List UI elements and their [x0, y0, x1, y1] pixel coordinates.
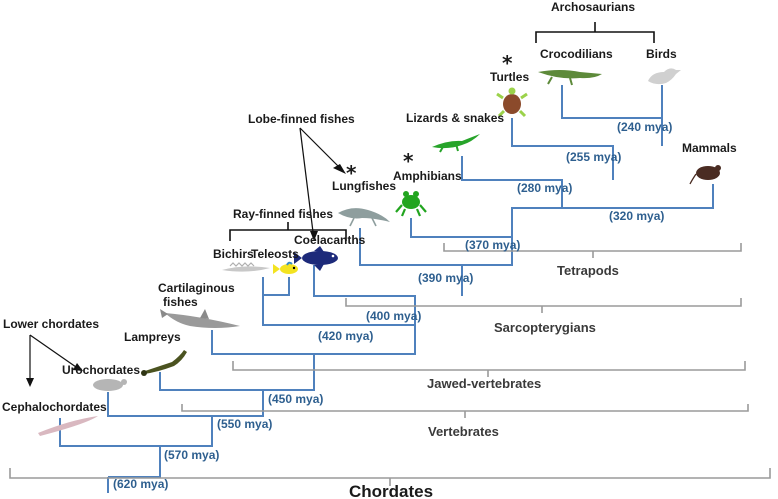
- mya-370: (370 mya): [465, 238, 520, 252]
- arrowhead-2: [310, 231, 318, 241]
- lancelet-icon: [38, 416, 98, 436]
- label-cartilaginous-2: fishes: [163, 295, 198, 309]
- label-ray-finned: Ray-finned fishes: [233, 207, 333, 221]
- label-bichirs: Bichirs: [213, 247, 254, 261]
- node-240: [561, 85, 663, 146]
- jawed-vertebrates-bracket: [232, 361, 746, 371]
- mouse-icon: [689, 165, 721, 185]
- label-mammals: Mammals: [682, 141, 737, 155]
- node-ray-finned: [263, 277, 290, 296]
- arrowhead-1: [333, 164, 346, 174]
- turtle-icon: [496, 87, 528, 118]
- vertebrates-bracket: [181, 404, 749, 412]
- node-280: [461, 156, 563, 237]
- mya-450: (450 mya): [268, 392, 323, 406]
- asterisk-amphibians: *: [403, 149, 414, 173]
- divergence-labels: (620 mya) (570 mya) (550 mya) (450 mya) …: [113, 120, 672, 491]
- lobe-arrow-1: [299, 127, 341, 169]
- node-390: [359, 228, 463, 296]
- group-vertebrates: Vertebrates: [428, 424, 499, 439]
- lamprey-icon: [141, 350, 187, 376]
- group-sarcopterygians: Sarcopterygians: [494, 320, 596, 335]
- taxa-labels: Cephalochordates Urochordates Lampreys C…: [2, 47, 737, 414]
- label-lizards-snakes: Lizards & snakes: [406, 111, 504, 125]
- mya-240: (240 mya): [617, 120, 672, 134]
- coelacanth-icon: [294, 246, 338, 271]
- label-cartilaginous-1: Cartilaginous: [158, 281, 235, 295]
- label-urochordates: Urochordates: [62, 363, 140, 377]
- label-teleosts: Teleosts: [251, 247, 299, 261]
- mya-280: (280 mya): [517, 181, 572, 195]
- label-cephalochordates: Cephalochordates: [2, 400, 107, 414]
- archosaurians-bracket: [535, 31, 655, 43]
- group-tetrapods: Tetrapods: [557, 263, 619, 278]
- mya-550: (550 mya): [217, 417, 272, 431]
- bird-icon: [648, 68, 681, 85]
- node-255: [511, 118, 614, 180]
- node-620: [59, 418, 161, 478]
- label-crocodilians: Crocodilians: [540, 47, 613, 61]
- arrowhead-3: [26, 378, 34, 387]
- label-lampreys: Lampreys: [124, 330, 181, 344]
- label-turtles: Turtles: [490, 70, 529, 84]
- mya-390: (390 mya): [418, 271, 473, 285]
- node-570: [107, 392, 213, 447]
- label-archosaurians: Archosaurians: [551, 0, 635, 14]
- asterisks: * * *: [346, 51, 513, 185]
- mya-255: (255 mya): [566, 150, 621, 164]
- mya-400: (400 mya): [366, 309, 421, 323]
- annotation-labels: Lower chordates Ray-finned fishes Lobe-f…: [3, 0, 635, 331]
- lungfish-icon: [338, 208, 390, 227]
- group-chordates: Chordates: [349, 482, 433, 499]
- label-coelacanths: Coelacanths: [294, 233, 366, 247]
- sarcopterygians-bracket: [345, 298, 742, 307]
- node-450: [211, 330, 315, 391]
- mya-320: (320 mya): [609, 209, 664, 223]
- sea-squirt-icon: [93, 379, 127, 391]
- mya-620: (620 mya): [113, 477, 168, 491]
- teleost-icon: [273, 261, 298, 274]
- group-jawed-vertebrates: Jawed-vertebrates: [427, 376, 541, 391]
- label-birds: Birds: [646, 47, 677, 61]
- group-labels: Tetrapods Sarcopterygians Jawed-vertebra…: [349, 263, 619, 499]
- frog-icon: [395, 191, 427, 217]
- node-400: [313, 265, 416, 325]
- node-320: [512, 184, 714, 209]
- mya-420: (420 mya): [318, 329, 373, 343]
- label-amphibians: Amphibians: [393, 169, 462, 183]
- lizard-icon: [432, 134, 480, 153]
- bichir-icon: [222, 262, 270, 272]
- arrowhead-4: [73, 363, 83, 371]
- label-lobe-finned: Lobe-finned fishes: [248, 112, 355, 126]
- lower-arrow-2: [29, 334, 77, 368]
- shark-icon: [160, 309, 240, 328]
- group-brackets: [9, 243, 771, 486]
- lobe-arrow-2: [299, 127, 314, 233]
- animal-silhouettes: [38, 68, 721, 436]
- crocodile-icon: [538, 70, 602, 86]
- mya-570: (570 mya): [164, 448, 219, 462]
- asterisk-turtles: *: [502, 51, 513, 75]
- label-lungfishes: Lungfishes: [332, 179, 396, 193]
- asterisk-lungfishes: *: [346, 161, 357, 185]
- annotation-brackets: [26, 22, 655, 387]
- node-550: [159, 372, 264, 417]
- label-lower-chordates: Lower chordates: [3, 317, 99, 331]
- tree-branches: [59, 85, 714, 493]
